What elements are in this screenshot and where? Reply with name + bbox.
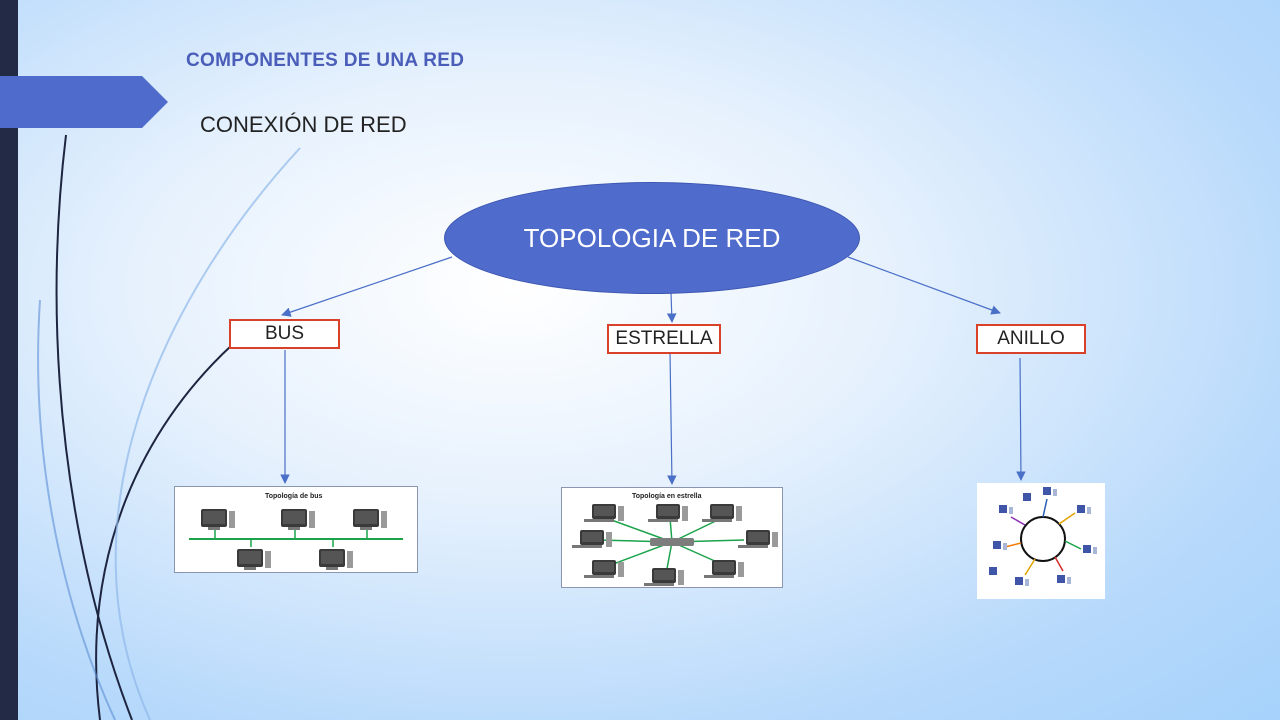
ring-topology-drawing xyxy=(989,487,1097,586)
slide-title: COMPONENTES DE UNA RED xyxy=(186,50,465,71)
bus-topology-image: Topología de bus xyxy=(174,486,418,573)
star-image-title: Topología en estrella xyxy=(632,493,702,500)
title-tab-arrow xyxy=(0,76,168,128)
root-node-label: TOPOLOGIA DE RED xyxy=(523,222,781,253)
branch-anillo-label: ANILLO xyxy=(997,328,1065,349)
bus-image-title: Topología de bus xyxy=(265,493,323,500)
ring-topology-image xyxy=(977,483,1105,599)
left-accent-bar xyxy=(0,0,18,720)
branch-bus: BUS xyxy=(229,319,340,349)
star-topology-drawing xyxy=(572,504,778,586)
bus-topology-drawing xyxy=(189,509,403,570)
slide-subtitle: CONEXIÓN DE RED xyxy=(200,112,407,137)
branch-estrella-label: ESTRELLA xyxy=(615,328,713,349)
decorative-curves xyxy=(37,134,301,720)
branch-anillo: ANILLO xyxy=(976,324,1086,354)
root-node-topologia: TOPOLOGIA DE RED xyxy=(444,182,860,294)
branch-bus-label: BUS xyxy=(264,323,305,344)
star-topology-image: Topología en estrella xyxy=(561,487,783,588)
branch-estrella: ESTRELLA xyxy=(607,324,721,354)
